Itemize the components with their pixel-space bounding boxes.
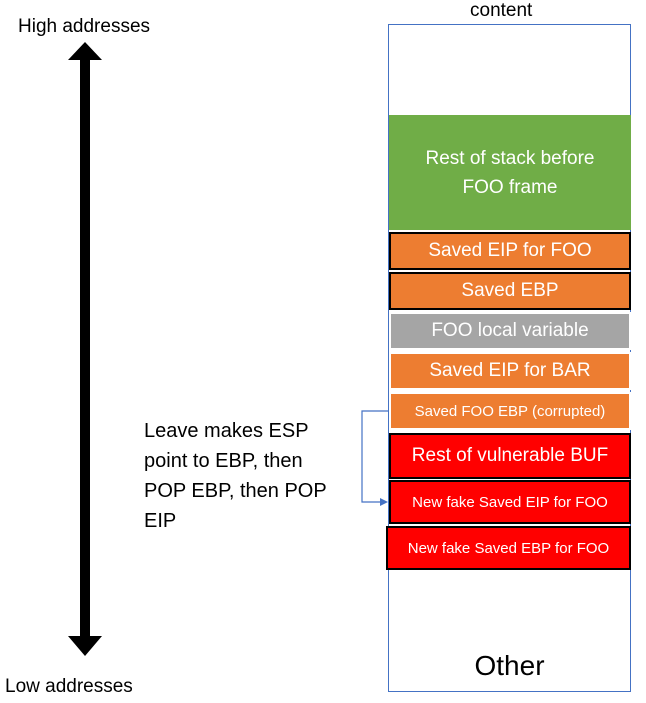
block-saved-ebp: Saved EBP [389,272,631,310]
block-rest-of-vulnerable-buf: Rest of vulnerable BUF [389,433,631,479]
block-new-fake-saved-ebp: New fake Saved EBP for FOO [386,526,631,570]
high-addresses-label: High addresses [18,16,151,37]
content-label: content [470,0,533,21]
block-rest-of-stack: Rest of stack before FOO frame [389,115,631,230]
block-new-fake-saved-eip: New fake Saved EIP for FOO [389,480,631,524]
other-label: Other [474,650,545,681]
low-addresses-label: Low addresses [5,676,133,697]
block-saved-eip-bar: Saved EIP for BAR [389,352,631,390]
leave-explanation-text: Leave makes ESP point to EBP, then POP E… [144,420,327,532]
block-foo-local-variable: FOO local variable [389,312,631,350]
block-saved-foo-ebp-corrupted: Saved FOO EBP (corrupted) [389,392,631,430]
block-saved-eip-foo: Saved EIP for FOO [389,232,631,270]
